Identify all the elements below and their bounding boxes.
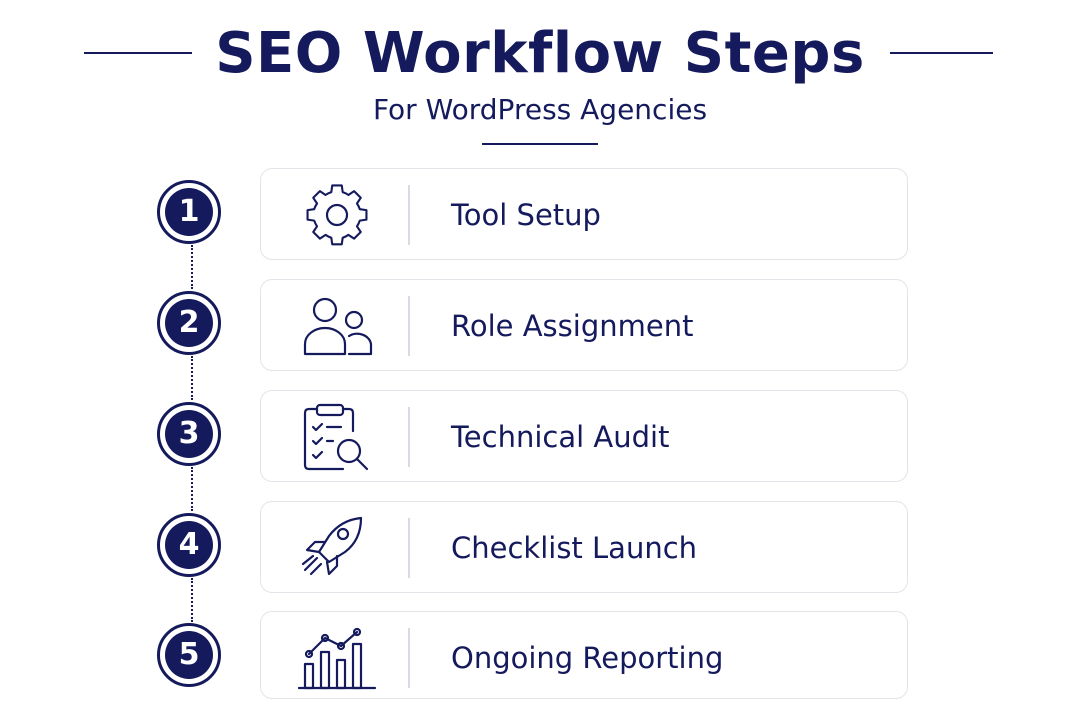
gear-icon (297, 181, 377, 249)
title-rule-right (890, 52, 993, 54)
page-title: SEO Workflow Steps (215, 21, 865, 86)
step-number-badge: 1 (157, 180, 221, 244)
page-subtitle: For WordPress Agencies (372, 93, 708, 126)
step-connector (191, 467, 193, 511)
title-rule-left (84, 52, 192, 54)
step-label: Technical Audit (451, 420, 670, 454)
clipboard-search-icon (297, 403, 377, 471)
card-divider (408, 407, 410, 467)
card-divider (408, 296, 410, 356)
step-label: Role Assignment (451, 309, 694, 343)
step-number: 2 (165, 299, 213, 347)
step-card-checklist-launch: Checklist Launch (260, 501, 908, 593)
step-label: Ongoing Reporting (451, 641, 724, 675)
step-card-role-assignment: Role Assignment (260, 279, 908, 371)
step-number-badge: 2 (157, 291, 221, 355)
step-number: 4 (165, 521, 213, 569)
step-number-badge: 4 (157, 513, 221, 577)
card-divider (408, 185, 410, 245)
card-divider (408, 628, 410, 688)
step-label: Tool Setup (451, 198, 601, 232)
step-card-ongoing-reporting: Ongoing Reporting (260, 611, 908, 699)
step-number: 1 (165, 188, 213, 236)
step-number: 3 (165, 410, 213, 458)
step-card-tool-setup: Tool Setup (260, 168, 908, 260)
step-label: Checklist Launch (451, 531, 698, 565)
users-icon (297, 292, 377, 360)
step-connector (191, 245, 193, 289)
step-number-badge: 3 (157, 402, 221, 466)
subtitle-underline (482, 143, 598, 145)
step-connector (191, 578, 193, 622)
card-divider (408, 518, 410, 578)
step-number: 5 (165, 631, 213, 679)
step-connector (191, 356, 193, 400)
bar-chart-icon (297, 624, 377, 692)
step-number-badge: 5 (157, 623, 221, 687)
rocket-icon (297, 514, 377, 582)
step-card-technical-audit: Technical Audit (260, 390, 908, 482)
